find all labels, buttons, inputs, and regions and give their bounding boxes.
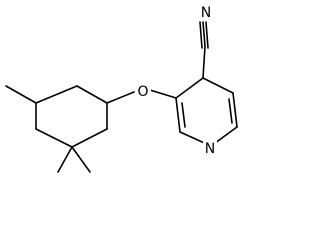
- pyridine-n-label: N: [205, 141, 215, 157]
- cyclohexane-ring: [35, 85, 108, 148]
- pyridine-ring: [175, 77, 238, 147]
- ether-linkage: [106, 89, 177, 104]
- nitrile-group: [199, 21, 209, 79]
- atom-labels: N O N: [135, 4, 217, 157]
- ether-o-label: O: [137, 84, 148, 100]
- methyl-groups: [5, 85, 91, 173]
- molecule-structure: N O N: [5, 4, 238, 173]
- nitrile-n-label: N: [201, 5, 211, 21]
